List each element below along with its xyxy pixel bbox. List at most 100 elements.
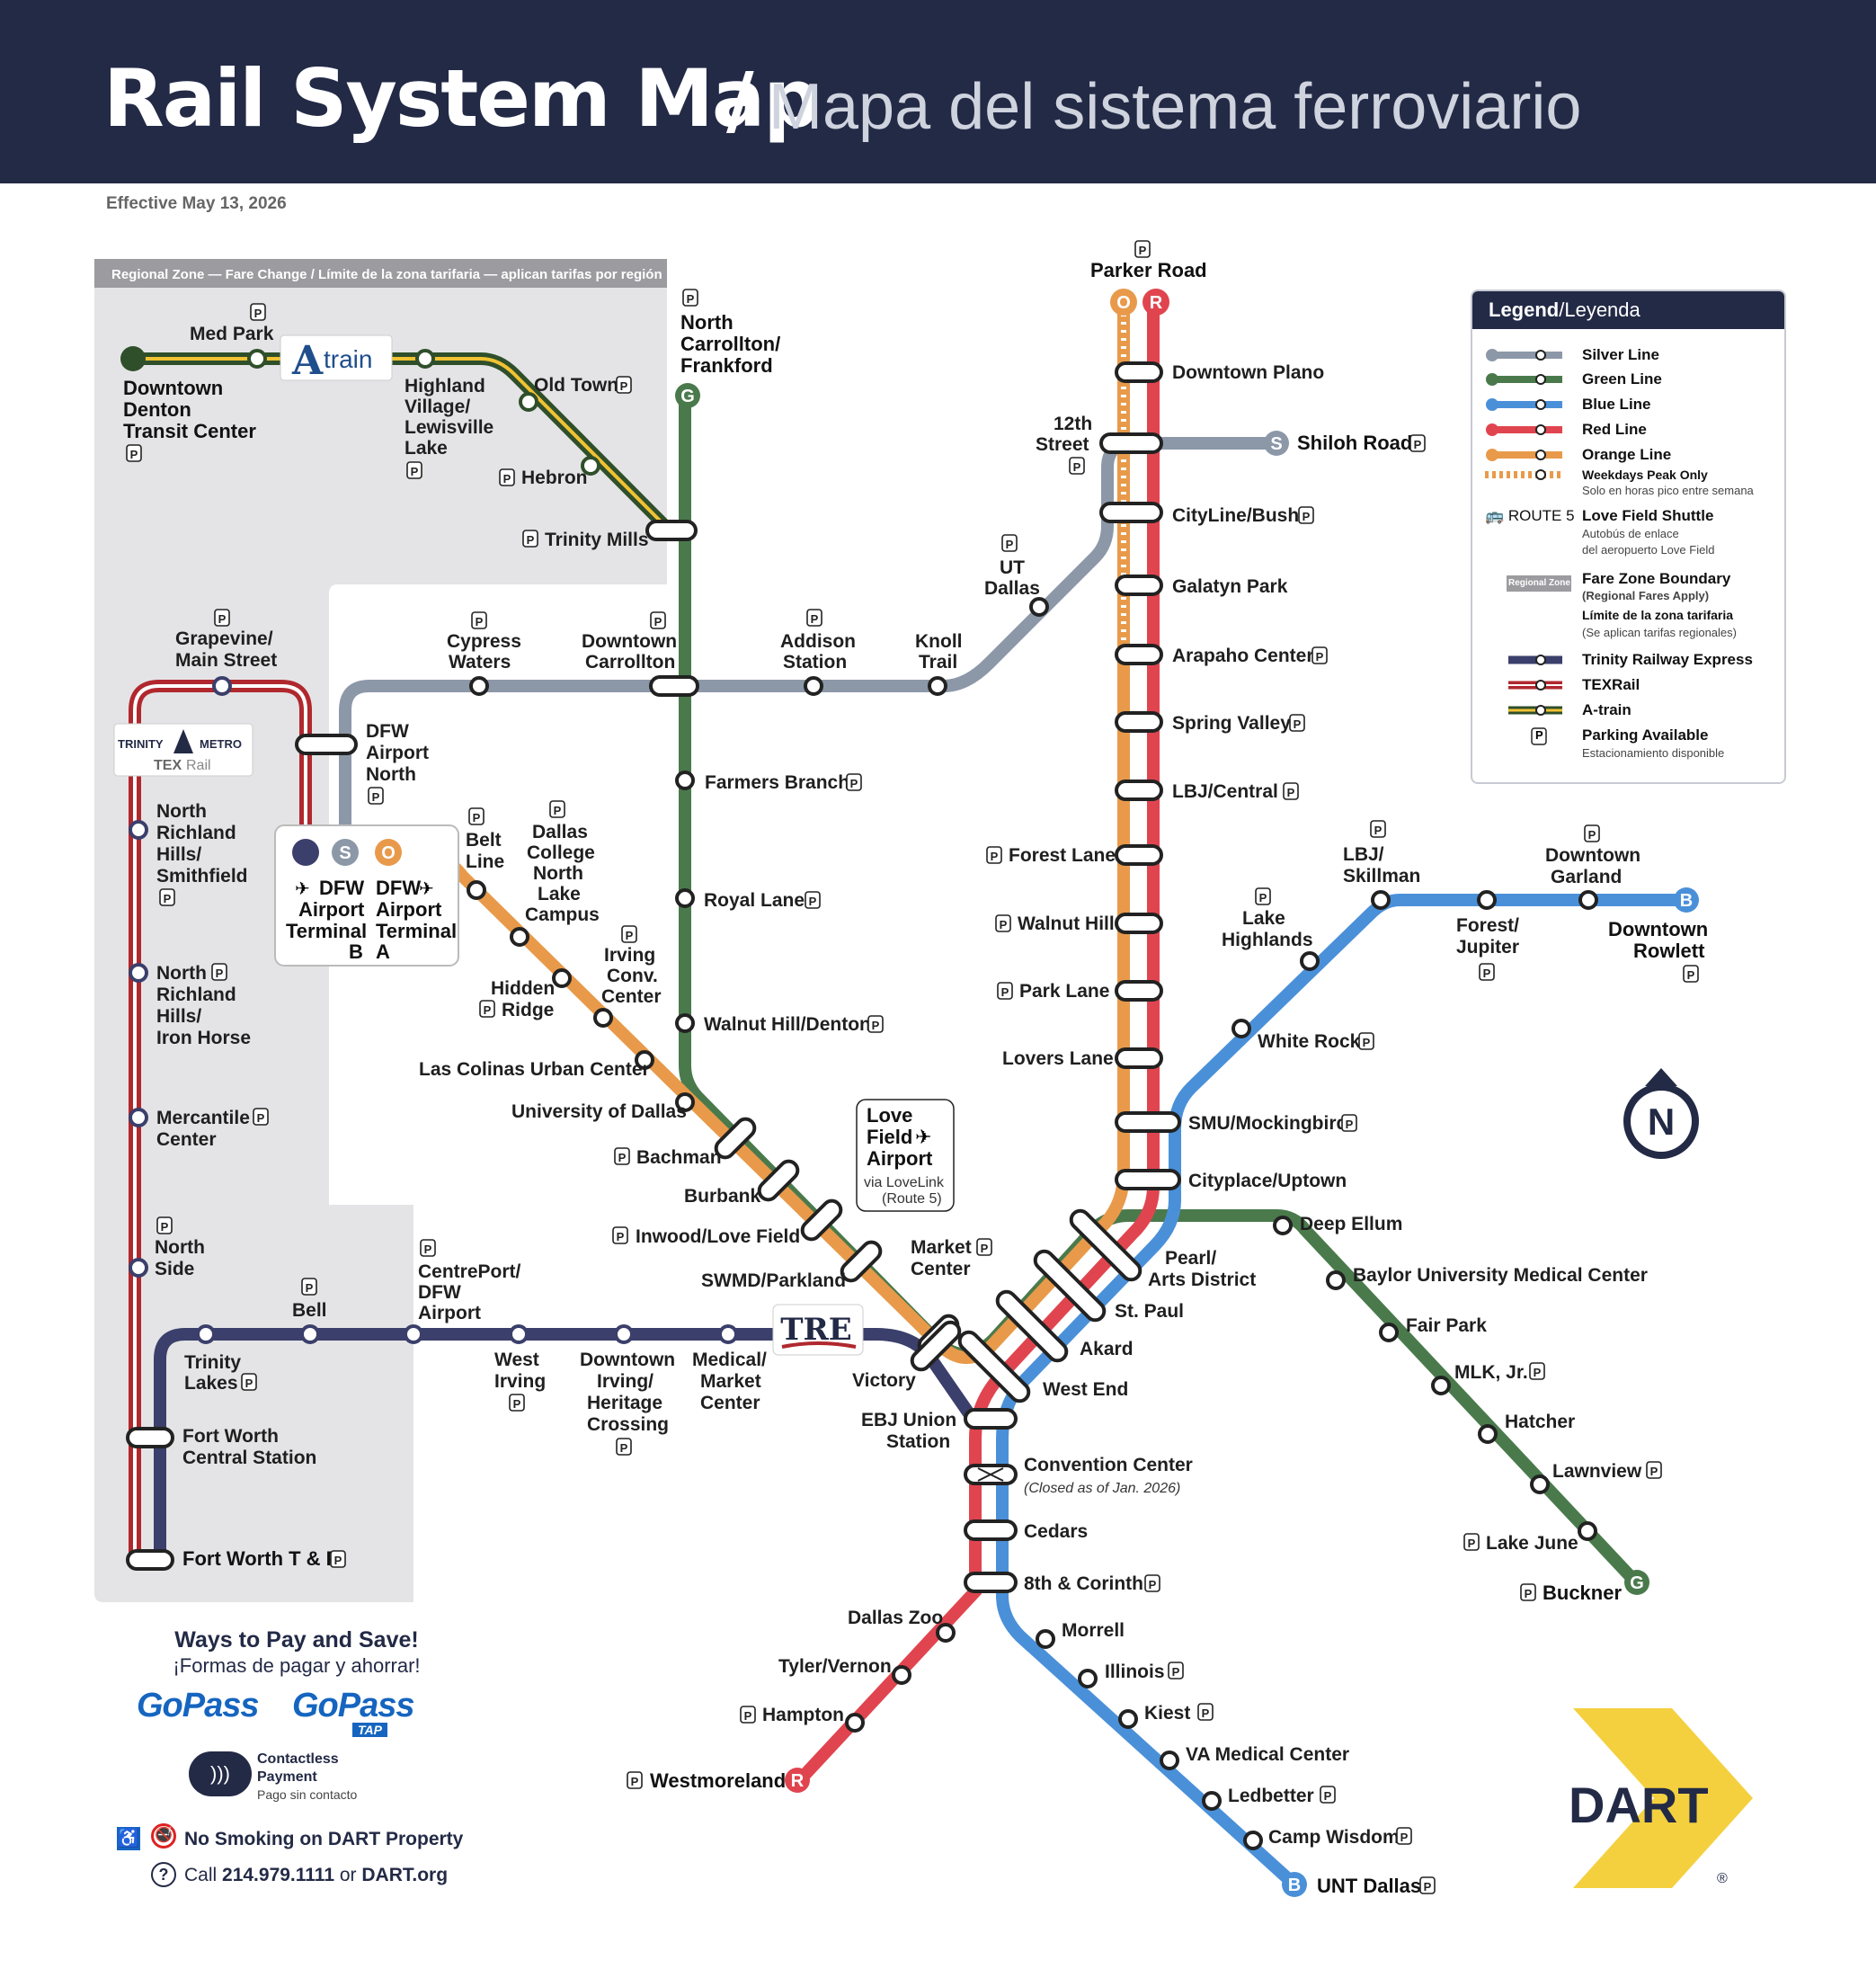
stop-camp-wisdom[interactable] xyxy=(1243,1831,1263,1850)
stop-hatcher[interactable] xyxy=(1478,1424,1498,1444)
stop-fort-worth-central[interactable] xyxy=(126,1427,174,1448)
stop-downtown-irving[interactable] xyxy=(614,1324,634,1344)
stop-knoll-trail[interactable] xyxy=(928,676,947,696)
label-dfw-b-2: Airport xyxy=(298,898,365,921)
stop-st-paul[interactable] xyxy=(1032,1248,1108,1324)
stop-swmd[interactable] xyxy=(839,1239,885,1285)
stop-shiloh-road[interactable] xyxy=(1264,431,1289,456)
stop-mlk[interactable] xyxy=(1431,1376,1451,1395)
stop-ebj-union[interactable] xyxy=(964,1408,1018,1430)
stop-north-side[interactable] xyxy=(129,1258,148,1278)
stop-unt-dallas[interactable] xyxy=(1282,1872,1307,1897)
legend-zone-chip: Regional Zone xyxy=(1508,578,1570,588)
stop-medical-market[interactable] xyxy=(718,1324,738,1344)
stop-dfw-a-silver[interactable] xyxy=(332,839,359,866)
stop-west-end[interactable] xyxy=(956,1329,1033,1405)
stop-north-carrollton[interactable] xyxy=(675,383,700,408)
stop-nrh-smithfield[interactable] xyxy=(129,820,148,840)
stop-park-lane[interactable] xyxy=(1115,980,1163,1002)
stop-victory[interactable] xyxy=(909,1319,964,1374)
site-link[interactable]: DART.org xyxy=(361,1865,449,1885)
stop-royal-lane[interactable] xyxy=(675,888,695,908)
stop-hampton[interactable] xyxy=(845,1713,865,1733)
stop-bell[interactable] xyxy=(300,1324,320,1344)
stop-lbj-central[interactable] xyxy=(1115,780,1163,801)
stop-nrh-iron-horse[interactable] xyxy=(129,963,148,983)
stop-dfw-airport-north[interactable] xyxy=(295,734,358,755)
stop-old-town[interactable] xyxy=(519,392,538,412)
stop-trinity-lakes[interactable] xyxy=(196,1324,216,1344)
stop-smu-mockingbird[interactable] xyxy=(1115,1111,1181,1133)
stop-cityplace-uptown[interactable] xyxy=(1115,1169,1181,1190)
stop-mercantile[interactable] xyxy=(129,1108,148,1127)
stop-downtown-carrollton[interactable] xyxy=(649,675,699,697)
stop-buckner[interactable] xyxy=(1624,1570,1649,1595)
stop-fair-park[interactable] xyxy=(1379,1323,1399,1342)
stop-burbank[interactable] xyxy=(756,1158,802,1204)
stop-grapevine[interactable] xyxy=(212,676,232,696)
phone-link[interactable]: 214.979.1111 xyxy=(222,1865,335,1885)
stop-downtown-garland[interactable] xyxy=(1578,890,1598,910)
stop-hebron[interactable] xyxy=(581,456,600,476)
stop-dfw-a-orange[interactable] xyxy=(375,839,402,866)
no-smoking-icon: 🚭 xyxy=(151,1823,176,1849)
stop-walnut-hill[interactable] xyxy=(1115,913,1163,934)
stop-med-park[interactable] xyxy=(247,349,267,369)
stop-ut-dallas[interactable] xyxy=(1029,597,1049,617)
label-ut-dallas-2: Dallas xyxy=(984,578,1040,599)
stop-downtown-rowlett[interactable] xyxy=(1674,887,1699,913)
stop-spring-valley[interactable] xyxy=(1115,711,1163,733)
stop-forest-jupiter[interactable] xyxy=(1477,890,1497,910)
stop-westmoreland[interactable] xyxy=(785,1768,810,1793)
stop-forest-lane[interactable] xyxy=(1115,844,1163,866)
compass-pointer-icon xyxy=(1645,1068,1677,1086)
stop-lawnview[interactable] xyxy=(1530,1475,1550,1494)
stop-white-rock[interactable] xyxy=(1231,1019,1251,1038)
stop-kiest[interactable] xyxy=(1118,1709,1138,1729)
stop-dallas-college[interactable] xyxy=(510,927,529,947)
label-medical-market-1: Medical/ xyxy=(692,1350,767,1370)
accessible-icon: ♿ xyxy=(117,1827,140,1850)
stop-irving-conv[interactable] xyxy=(593,1008,613,1028)
stop-baylor[interactable] xyxy=(1326,1270,1346,1290)
stop-lake-june[interactable] xyxy=(1578,1521,1597,1541)
stop-las-colinas[interactable] xyxy=(635,1050,654,1070)
stop-fort-worth-tp[interactable] xyxy=(126,1549,174,1571)
stop-walnut-hill-denton[interactable] xyxy=(675,1013,695,1033)
stop-deep-ellum[interactable] xyxy=(1273,1216,1293,1235)
stop-12th-street[interactable] xyxy=(1099,432,1163,454)
stop-ledbetter[interactable] xyxy=(1202,1791,1222,1811)
stop-akard[interactable] xyxy=(994,1288,1071,1365)
stop-hidden-ridge[interactable] xyxy=(552,968,572,988)
stop-inwood[interactable] xyxy=(799,1198,845,1243)
stop-dfw-b[interactable] xyxy=(292,839,319,866)
stop-cityline-bush[interactable] xyxy=(1099,502,1163,523)
stop-cedars[interactable] xyxy=(964,1519,1018,1541)
stop-cypress-waters[interactable] xyxy=(469,676,489,696)
stop-pearl[interactable] xyxy=(1068,1207,1144,1284)
stop-8th-corinth[interactable] xyxy=(964,1572,1018,1593)
atrain-logo-box xyxy=(280,334,393,381)
stop-lbj-skillman[interactable] xyxy=(1371,890,1391,910)
stop-addison[interactable] xyxy=(804,676,823,696)
stop-farmers-branch[interactable] xyxy=(675,771,695,790)
stop-downtown-plano[interactable] xyxy=(1115,361,1163,383)
stop-west-irving[interactable] xyxy=(509,1324,529,1344)
stop-downtown-denton[interactable] xyxy=(120,346,146,371)
stop-university-dallas[interactable] xyxy=(675,1092,695,1112)
stop-tyler-vernon[interactable] xyxy=(892,1665,911,1685)
stop-va-medical[interactable] xyxy=(1160,1751,1179,1770)
parking-icon xyxy=(549,800,565,818)
stop-centreport[interactable] xyxy=(404,1324,423,1344)
stop-lovers-lane[interactable] xyxy=(1115,1047,1163,1069)
stop-belt-line[interactable] xyxy=(467,880,486,900)
stop-illinois[interactable] xyxy=(1078,1669,1098,1688)
stop-bachman[interactable] xyxy=(713,1116,759,1162)
stop-morrell[interactable] xyxy=(1036,1629,1055,1649)
stop-dallas-zoo[interactable] xyxy=(936,1623,956,1643)
stop-galatyn-park[interactable] xyxy=(1115,575,1163,596)
stop-highland-village[interactable] xyxy=(415,349,435,369)
stop-arapaho-center[interactable] xyxy=(1115,644,1163,665)
stop-lake-highlands[interactable] xyxy=(1300,951,1320,971)
stop-trinity-mills[interactable] xyxy=(645,520,698,541)
